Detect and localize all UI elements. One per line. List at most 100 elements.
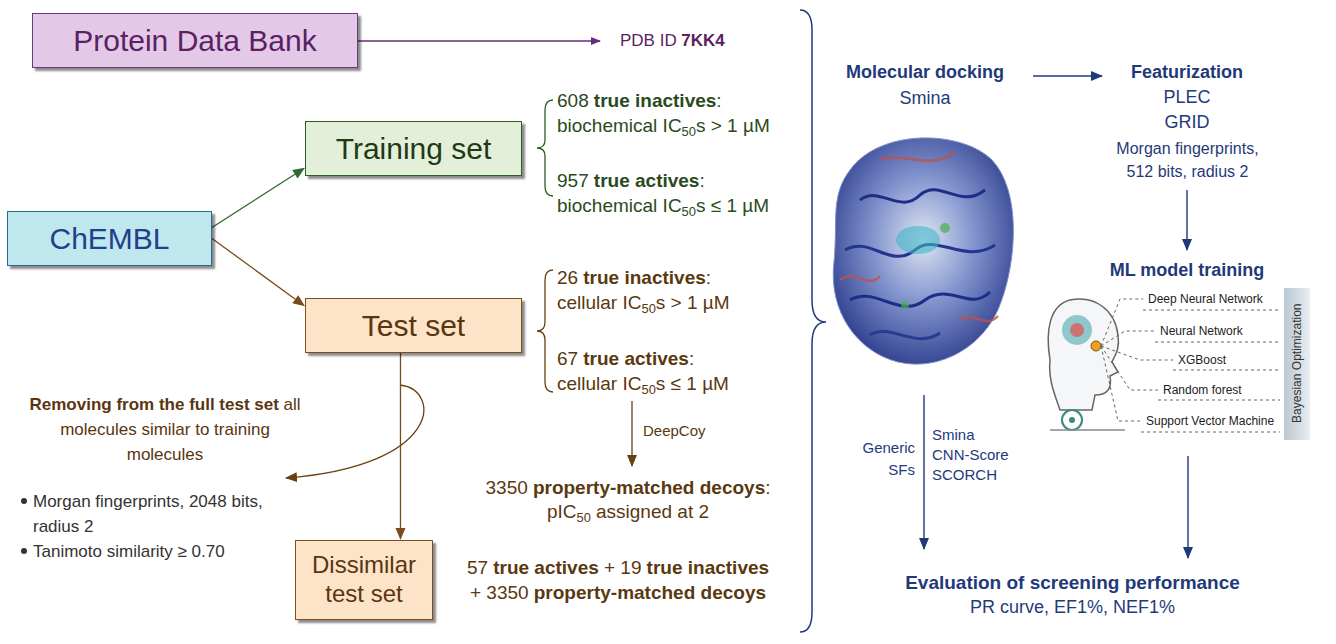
annotation-text: true actives <box>583 348 689 369</box>
set-box: Test set <box>305 298 522 353</box>
text-line: biochemical IC50s > 1 µM <box>557 115 770 139</box>
annotation-text: 7KK4 <box>681 31 724 50</box>
text-line: cellular IC50s > 1 µM <box>557 292 730 316</box>
annotation-text: Bayesian Optimization <box>1290 304 1304 423</box>
text-line: SCORCH <box>932 466 997 484</box>
bullet-dot <box>21 548 27 554</box>
text-line: Bayesian Optimization <box>1290 287 1304 439</box>
annotation-text: Morgan fingerprints, 512 bits, radius 2 <box>1116 140 1258 180</box>
set-box: Protein Data Bank <box>32 13 358 68</box>
annotation-text: : <box>699 170 704 191</box>
text-line: Neural Network <box>1160 324 1243 338</box>
annotation-text: ML model training <box>1110 260 1265 280</box>
annotation-text: CNN-Score <box>932 446 1009 463</box>
text-line: PDB ID7KK4 <box>620 31 725 51</box>
text-line: ML model training <box>1087 260 1287 282</box>
text-line: PR curve, EF1%, NEF1% <box>860 597 1285 619</box>
protein-structure <box>833 138 1013 364</box>
annotation-text: property-matched decoys <box>534 582 766 603</box>
annotation-text: pIC <box>547 501 577 522</box>
removal-arrow <box>286 385 424 478</box>
text-line: Evaluation of screening performance <box>860 572 1285 595</box>
connector-line <box>212 174 295 227</box>
annotation-text: biochemical IC <box>557 115 682 136</box>
annotation-text: Support Vector Machine <box>1146 414 1274 428</box>
text-line: Random forest <box>1163 383 1242 397</box>
ai-head-icon <box>1048 299 1125 430</box>
annotation-text: 26 <box>557 267 578 288</box>
annotation-text: + 19 <box>604 557 642 578</box>
connector-line <box>212 239 295 300</box>
annotation-text: DeepCoy <box>643 422 706 439</box>
annotation-text: true inactives <box>647 557 770 578</box>
pdb-arrow <box>358 40 600 41</box>
subscript-text: 50 <box>577 510 591 525</box>
text-line: Support Vector Machine <box>1146 414 1274 428</box>
annotation-text: : <box>689 348 694 369</box>
annotation-text: biochemical IC <box>557 195 682 216</box>
annotation-text: PLEC <box>1163 87 1210 107</box>
annotation-text: XGBoost <box>1178 353 1226 367</box>
text-line: 57true actives+ 19true inactives <box>418 557 818 580</box>
annotation-text: s ≤ 1 µM <box>696 195 769 216</box>
box-label: Test set <box>362 308 465 344</box>
arrow-head <box>395 528 405 540</box>
annotation-text: + 3350 <box>470 582 529 603</box>
text-line: 26true inactives: <box>557 267 711 290</box>
text-line: Morgan fingerprints, 512 bits, radius 2 <box>1105 137 1270 183</box>
text-line: Tanimoto similarity ≥ 0.70 <box>33 539 293 564</box>
flow-arrow <box>1033 75 1102 76</box>
annotation-text: true inactives <box>583 267 706 288</box>
set-box: Training set <box>305 121 522 176</box>
text-line: biochemical IC50s ≤ 1 µM <box>557 195 769 219</box>
annotation-text: PDB ID <box>620 31 677 50</box>
annotation-text: : <box>716 90 721 111</box>
text-line: 608true inactives: <box>557 90 722 113</box>
annotation-text: : <box>706 267 711 288</box>
annotation-text: Smina <box>899 88 950 108</box>
annotation-text: cellular IC <box>557 373 641 394</box>
text-line: 67true actives: <box>557 348 694 371</box>
annotation-text: SCORCH <box>932 466 997 483</box>
annotation-text: 57 <box>467 557 488 578</box>
annotation-text: cellular IC <box>557 292 641 313</box>
arrow-head <box>292 168 305 179</box>
connector-line <box>400 353 401 528</box>
annotation-text: assigned at 2 <box>596 501 709 522</box>
brace <box>537 270 553 392</box>
annotation-text: Evaluation of screening performance <box>905 572 1240 593</box>
flow-arrow <box>1187 456 1188 558</box>
annotation-text: s > 1 µM <box>696 115 770 136</box>
box-label: ChEMBL <box>49 221 169 257</box>
text-line: cellular IC50s ≤ 1 µM <box>557 373 729 397</box>
text-line: 3350property-matched decoys: <box>428 477 828 500</box>
annotation-text: 608 <box>557 90 589 111</box>
annotation-text: property-matched decoys <box>533 477 765 498</box>
text-line: CNN-Score <box>932 446 1009 464</box>
set-box: Dissimilar test set <box>295 540 433 620</box>
annotation-text: GRID <box>1165 112 1210 132</box>
flow-connector <box>395 353 405 540</box>
set-box: ChEMBL <box>7 211 212 266</box>
brace <box>800 10 826 632</box>
flow-connector <box>212 239 305 307</box>
annotation-text: Morgan fingerprints, 2048 bits, radius 2 <box>33 492 263 536</box>
box-label: Dissimilar test set <box>302 551 426 609</box>
flow-arrow <box>1186 190 1187 250</box>
annotation-text: Removing from the full test set <box>30 395 279 414</box>
text-line: Featurization <box>1087 62 1287 84</box>
flow-connector <box>212 168 305 228</box>
annotation-text: 67 <box>557 348 578 369</box>
text-line: Deep Neural Network <box>1148 292 1263 306</box>
text-line: GRID <box>1087 112 1287 134</box>
annotation-text: 3350 <box>486 477 528 498</box>
annotation-text: s ≤ 1 µM <box>656 373 729 394</box>
subscript-text: 50 <box>641 301 655 316</box>
decoy-arrow <box>631 401 632 466</box>
text-line: 957true actives: <box>557 170 705 193</box>
annotation-text: Deep Neural Network <box>1148 292 1263 306</box>
box-label: Training set <box>336 131 492 167</box>
annotation-text: Smina <box>932 426 975 443</box>
text-line: XGBoost <box>1178 353 1226 367</box>
subscript-text: 50 <box>682 124 696 139</box>
